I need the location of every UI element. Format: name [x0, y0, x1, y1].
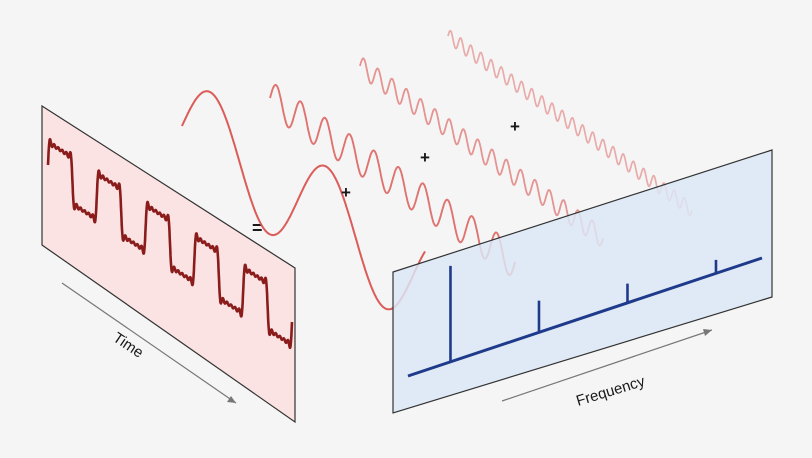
sine-wave-4 — [447, 29, 693, 217]
sine-wave-2 — [269, 83, 516, 277]
frequency-domain-panel — [392, 149, 773, 414]
plus-sign-3: + — [510, 117, 520, 136]
time-arrow — [61, 282, 237, 404]
sine-wave-3 — [359, 57, 604, 247]
frequency-arrowhead — [703, 329, 712, 336]
plus-sign-1: + — [341, 183, 351, 202]
frequency-arrow — [501, 329, 713, 402]
equals-sign: = — [252, 218, 263, 238]
frequency-axis — [407, 256, 763, 378]
time-domain-panel — [41, 104, 296, 424]
sine-wave-1 — [181, 90, 426, 311]
spectrum-peaks — [449, 259, 718, 362]
plus-sign-2: + — [420, 148, 430, 167]
sine-components — [181, 29, 693, 311]
square-wave — [46, 137, 294, 350]
time-arrowhead — [227, 396, 236, 403]
